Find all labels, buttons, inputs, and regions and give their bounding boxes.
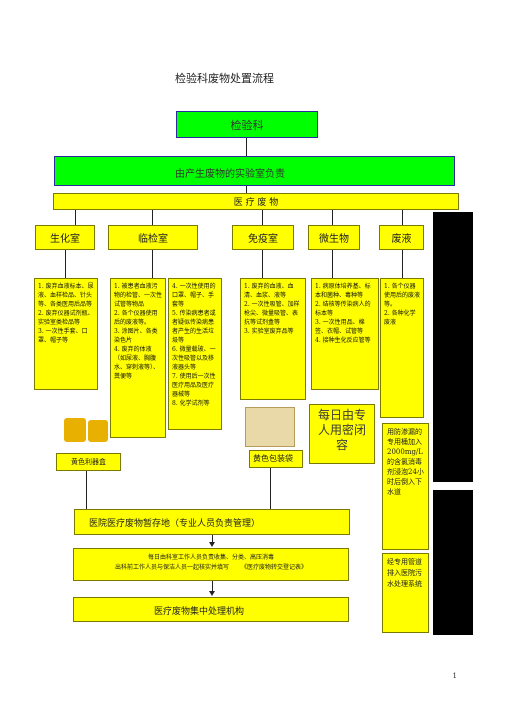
list-biochem: 1. 废弃血液标本、尿液、血样检品、针头等、各类医用后品等 2. 废弃仪器试剂瓶… xyxy=(34,278,98,390)
dept-clinical: 临检室 xyxy=(108,225,198,250)
list-clinical-2: 4. 一次性使用的口罩、帽子、手套等 5. 传染病患者或者疑似传染病患者产生的生… xyxy=(168,278,222,430)
page-number: 1 xyxy=(452,672,457,680)
dept-label: 生化室 xyxy=(50,234,80,245)
connector xyxy=(332,250,333,278)
connector xyxy=(262,210,263,225)
daily-collect-line2: 出科前工作人员与保洁人员一起核实并填写 《医疗废物转交登记表》 xyxy=(115,564,307,571)
dept-label: 免疫室 xyxy=(248,234,278,245)
drain-label: 经专用管道排入医院污水处理系统 xyxy=(387,558,422,588)
medical-waste-label: 医 疗 废 物 xyxy=(233,198,279,208)
drain-box: 经专用管道排入医院污水处理系统 xyxy=(382,553,429,633)
connector xyxy=(75,210,76,225)
connector xyxy=(212,535,213,545)
list-liquid: 1. 各个仪器使用后的废液等。 2. 各种化学废液 xyxy=(380,278,424,418)
connector xyxy=(402,210,403,225)
sharps-container-image xyxy=(88,420,108,442)
page-title: 检验科废物处置流程 xyxy=(175,72,274,85)
connector xyxy=(65,250,66,278)
sharps-container-image xyxy=(64,418,86,442)
responsibility-label: 由产生废物的实验室负责 xyxy=(175,169,285,180)
black-panel-top xyxy=(433,212,473,482)
final-disposal-label: 医疗废物集中处理机构 xyxy=(154,607,245,617)
dept-label: 临检室 xyxy=(138,234,168,245)
arrow-down-icon xyxy=(209,542,215,547)
list-micro: 1. 病原体培养基、标本和菌种、毒种等 2. 结核等传染病人的标本等 3. 一次… xyxy=(311,278,379,390)
connector xyxy=(332,210,333,225)
connector xyxy=(152,250,153,278)
disinfect-label: 用防渗漏的专用桶加入2000mg/L的含氯消毒剂浸泡24小时后倒入下水道 xyxy=(387,428,424,496)
connector xyxy=(262,250,263,278)
dept-label: 微生物 xyxy=(319,234,349,245)
medical-waste-box: 医 疗 废 物 xyxy=(53,193,459,210)
list-immuno: 1. 废弃的血液、血清、血浆、液等 2. 一次性吸管、加样枪尖、微量吸管、表抗等… xyxy=(240,278,306,400)
storage-box: 医院医疗废物暂存地（专业人员负责管理） xyxy=(74,509,350,535)
final-disposal-box: 医疗废物集中处理机构 xyxy=(73,597,349,622)
waste-bag-image xyxy=(245,407,295,447)
bag-label: 黄色包装袋 xyxy=(253,454,293,463)
dept-micro: 微生物 xyxy=(308,225,360,250)
connector xyxy=(270,468,271,509)
daily-sealed-box: 每日由专人用密闭容 xyxy=(309,404,375,464)
connector xyxy=(86,471,87,509)
disinfect-box: 用防渗漏的专用桶加入2000mg/L的含氯消毒剂浸泡24小时后倒入下水道 xyxy=(382,423,429,550)
connector xyxy=(402,250,403,278)
sharps-box-label: 黄色利器盒 xyxy=(56,453,121,471)
dept-label: 废液 xyxy=(391,234,412,245)
connector xyxy=(212,581,213,593)
black-panel-bottom xyxy=(433,490,473,635)
daily-collect-box: 每日由科室工作人员负责收集、分类、高压消毒 出科前工作人员与保洁人员一起核实并填… xyxy=(73,548,349,581)
connector xyxy=(246,186,247,193)
dept-immuno: 免疫室 xyxy=(232,225,294,250)
connector xyxy=(246,138,247,156)
lab-dept-label: 检验科 xyxy=(230,118,264,132)
responsibility-box: 由产生废物的实验室负责 xyxy=(54,156,455,186)
daily-sealed-label: 每日由专人用密闭容 xyxy=(317,408,366,452)
arrow-down-icon xyxy=(209,591,215,596)
bag-label-box: 黄色包装袋 xyxy=(249,450,303,468)
daily-collect-line1: 每日由科室工作人员负责收集、分类、高压消毒 xyxy=(147,554,274,561)
dept-liquid: 废液 xyxy=(379,225,424,250)
storage-label: 医院医疗废物暂存地（专业人员负责管理） xyxy=(89,519,261,529)
list-clinical: 1. 被患者血液污物的检管、一次性试管等物品 2. 各个仪器使用后的废液等。 3… xyxy=(110,278,166,438)
dept-biochem: 生化室 xyxy=(35,225,95,250)
connector xyxy=(152,210,153,225)
lab-dept-box: 检验科 xyxy=(176,111,318,138)
